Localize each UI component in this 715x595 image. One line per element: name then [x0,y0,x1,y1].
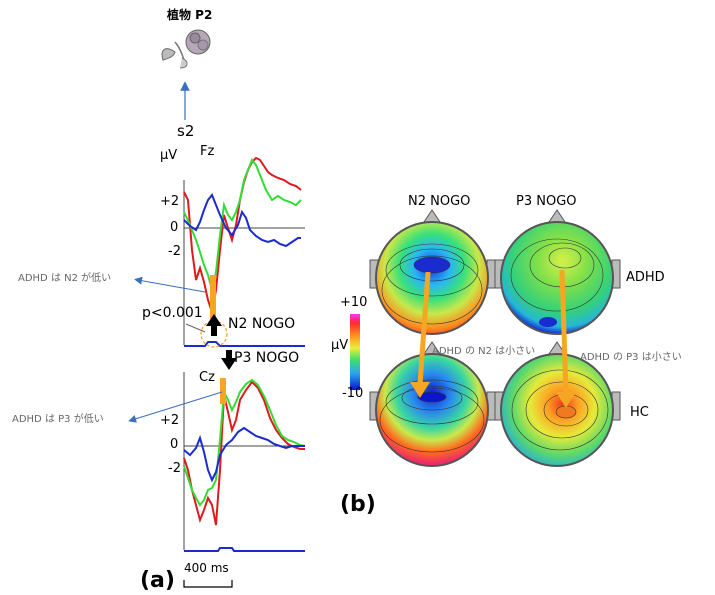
n2-orange-arrow-line [417,271,431,385]
stimulus-label: 植物 P2 [167,8,213,22]
cz-trace-blue [183,426,305,483]
flower-icon [161,29,211,69]
note-b-n2: ADHD の N2 は小さい [432,346,536,357]
col-n2-nogo: N2 NOGO [408,194,471,209]
cz-tick-0: 0 [170,437,179,452]
fz-trace-blue [183,193,301,248]
colorbar-unit: μV [331,338,349,353]
p3-nogo-label: P3 NOGO [234,350,300,366]
note-n2-arrow [134,276,206,293]
headmap-hc-n2 [369,341,496,467]
note-n2: ADHD は N2 が低い [18,273,112,284]
fz-tick-plus2: +2 [160,194,180,209]
s2-label: s2 [177,122,195,140]
headmap-adhd-n2 [369,209,496,335]
col-p3-nogo: P3 NOGO [516,194,577,209]
fz-axes [183,180,305,345]
scale-bar [183,580,233,588]
scale-label: 400 ms [184,561,229,575]
colorbar [350,314,360,390]
pvalue-label: p<0.001 [142,305,203,321]
panel-b-label: (b) [340,492,376,517]
fz-unit: μV [160,148,178,163]
p3-orange-arrow-line [559,269,569,395]
colorbar-min: -10 [342,386,364,401]
pvalue-pointer [185,323,206,333]
n2-nogo-label: N2 NOGO [228,316,296,332]
cz-electrode: Cz [199,370,215,385]
cz-trace-green [183,378,306,507]
headmap-adhd-p3 [494,209,621,335]
fz-tick-0: 0 [170,220,179,235]
panel-a-label: (a) [140,568,175,593]
p3-down-arrow [221,350,237,370]
n2-up-arrow [206,314,222,336]
row-adhd: ADHD [626,270,665,285]
n2-orange-arrow-head [410,382,430,398]
fz-trace-green [183,158,302,291]
headmap-hc-p3 [494,341,621,467]
fz-significance-bar [184,341,305,347]
cz-trace-red [183,380,305,526]
colorbar-max: +10 [340,295,368,310]
note-p3-arrow [128,391,223,423]
note-p3: ADHD は P3 が低い [12,414,104,425]
fz-trace-red [183,156,302,313]
cz-axes [183,372,305,550]
cz-tick-plus2: +2 [160,413,180,428]
row-hc: HC [630,405,649,420]
cz-significance-bar [184,547,305,552]
note-b-p3: ADHD の P3 は小さい [580,352,682,363]
fz-electrode: Fz [200,144,215,159]
fz-tick-minus2: -2 [168,244,181,259]
cz-tick-minus2: -2 [168,461,181,476]
p3-orange-arrow-head [556,392,576,408]
